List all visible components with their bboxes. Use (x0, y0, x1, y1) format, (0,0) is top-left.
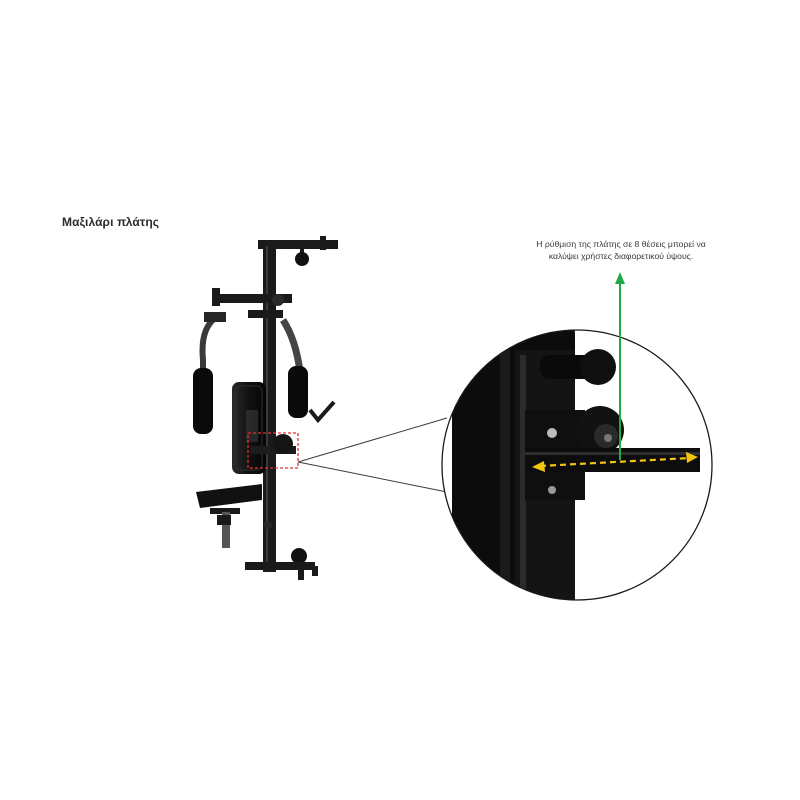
page-title: Μαξιλάρι πλάτης (62, 215, 160, 229)
arrow-up-icon (615, 272, 625, 460)
leader-line-bottom (297, 461, 448, 493)
adjustment-note-line-2: καλύψει χρήστες διαφορετικού ύψους. (548, 251, 694, 261)
adjustment-note-line-1: Η ρύθμιση της πλάτης σε 8 θέσεις μπορεί … (536, 239, 706, 249)
double-arrow-icon (532, 452, 698, 472)
adjustment-highlight-box (247, 432, 299, 469)
fitness-station (193, 236, 338, 580)
leader-line-top (297, 417, 448, 463)
zoom-detail (441, 272, 713, 601)
adjustment-note: Η ρύθμιση της πλάτης σε 8 θέσεις μπορεί … (506, 238, 736, 262)
